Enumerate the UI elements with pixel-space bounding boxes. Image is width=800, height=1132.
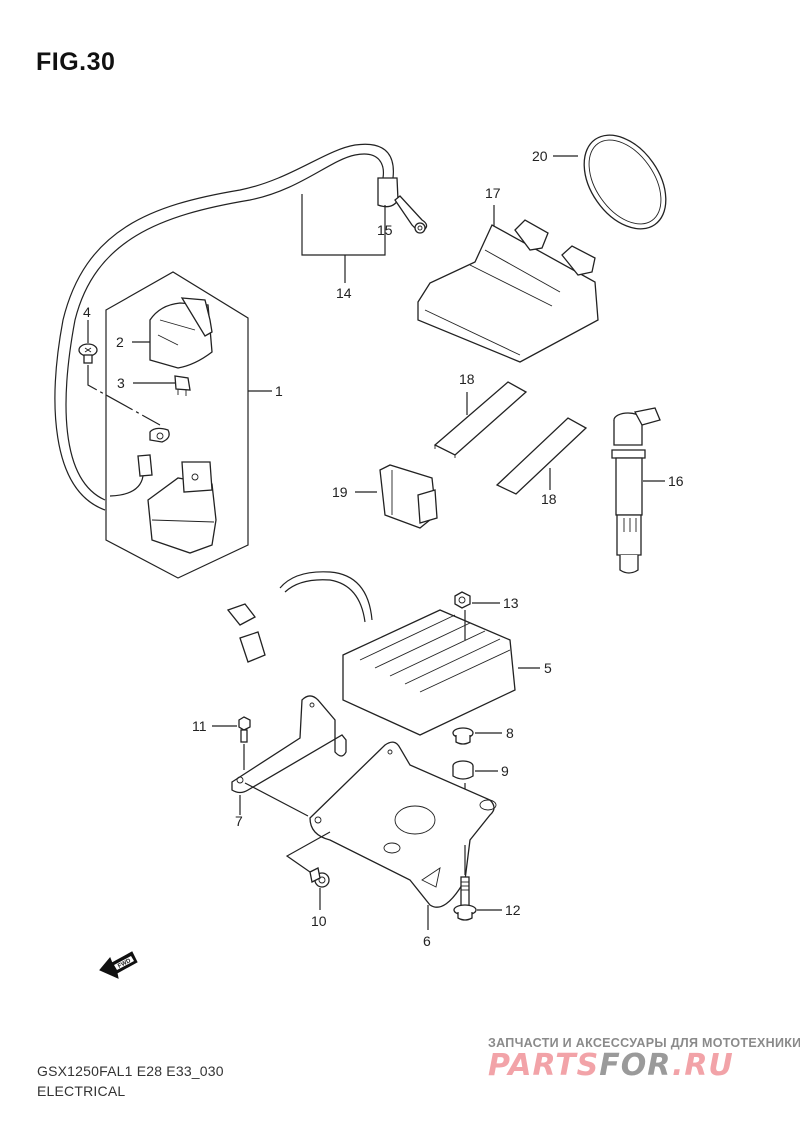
watermark-tagline: ЗАПЧАСТИ И АКСЕССУАРЫ ДЛЯ МОТОТЕХНИКИ	[488, 1036, 800, 1050]
callout-13: 13	[503, 595, 519, 611]
starter-relay-kit-outline	[105, 271, 249, 579]
leader-7-dash	[244, 782, 309, 817]
figure-title: FIG.30	[36, 48, 116, 76]
callout-12: 12	[505, 902, 521, 918]
callout-5: 5	[544, 660, 552, 676]
bolt-10[interactable]	[309, 867, 330, 888]
screw[interactable]	[78, 343, 98, 364]
figure-footer: GSX1250FAL1 E28 E33_030 ELECTRICAL	[37, 1061, 224, 1101]
bolt-11[interactable]	[238, 716, 251, 743]
cushion-pad-1[interactable]	[433, 381, 528, 458]
callout-8: 8	[506, 725, 514, 741]
logo-for: FOR	[599, 1048, 672, 1083]
connector[interactable]	[379, 464, 438, 529]
section-name: ELECTRICAL	[37, 1083, 126, 1099]
callout-20: 20	[532, 148, 548, 164]
nut[interactable]	[454, 591, 471, 609]
fwd-arrow-icon: FWD	[99, 951, 138, 979]
logo-parts: PARTS	[488, 1048, 600, 1083]
callout-9: 9	[501, 763, 509, 779]
watermark-logo[interactable]: PARTSFOR.RU	[488, 1048, 788, 1083]
callout-19: 19	[332, 484, 348, 500]
callout-14: 14	[336, 285, 352, 301]
ignition-coil[interactable]	[611, 407, 661, 574]
leader-4-dash	[87, 365, 161, 426]
callout-bracket-14	[301, 194, 386, 256]
cushion-pad-2[interactable]	[495, 417, 588, 495]
callout-17: 17	[485, 185, 501, 201]
cushion[interactable]	[452, 760, 474, 780]
regulator-rectifier[interactable]	[226, 571, 516, 736]
callout-6: 6	[423, 933, 431, 949]
callout-16: 16	[668, 473, 684, 489]
callout-15: 15	[377, 222, 393, 238]
fuse[interactable]	[174, 375, 191, 396]
callout-10: 10	[311, 913, 327, 929]
battery-lead-wire[interactable]	[54, 143, 428, 511]
callout-11: 11	[192, 718, 207, 734]
relay-cover[interactable]	[149, 297, 213, 369]
callout-18b: 18	[541, 491, 557, 507]
callout-1: 1	[275, 383, 283, 399]
ecm[interactable]	[417, 219, 599, 363]
callout-7: 7	[235, 813, 243, 829]
bolt-12[interactable]	[453, 876, 477, 921]
leader-10-dash	[285, 831, 331, 873]
callout-18a: 18	[459, 371, 475, 387]
band[interactable]	[567, 120, 682, 244]
bracket-6[interactable]	[309, 741, 497, 908]
starter-relay[interactable]	[109, 427, 217, 554]
callout-4: 4	[83, 304, 91, 320]
callout-3: 3	[117, 375, 125, 391]
bracket-7[interactable]	[231, 695, 347, 794]
model-code: GSX1250FAL1 E28 E33_030	[37, 1063, 224, 1079]
logo-ru: .RU	[671, 1048, 734, 1083]
callout-2: 2	[116, 334, 124, 350]
watermark: ЗАПЧАСТИ И АКСЕССУАРЫ ДЛЯ МОТОТЕХНИКИ PA…	[488, 1036, 800, 1083]
collar[interactable]	[452, 727, 474, 745]
